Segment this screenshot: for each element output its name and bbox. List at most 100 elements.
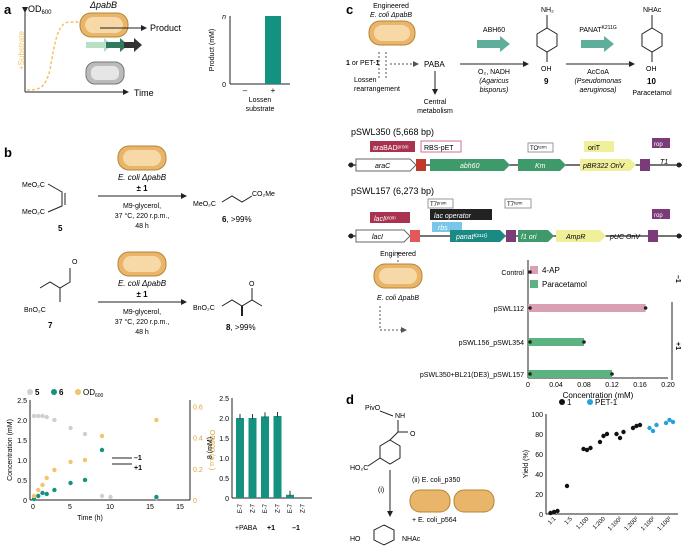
point-0-5-2	[637, 422, 643, 428]
p2-purple-part-2	[648, 230, 658, 242]
rxn1-cond-1: 37 °C, 220 r.p.m.,	[115, 212, 170, 220]
p1-rbs: RBS-pET	[424, 145, 454, 152]
c9-ring	[536, 27, 558, 53]
p1-arac: araC	[375, 163, 391, 170]
c-cond1-1: (Agaricus	[479, 78, 509, 85]
bar-1	[265, 16, 281, 84]
point-6-2	[40, 490, 45, 496]
panel-letter-d: d	[346, 392, 354, 407]
cell-capsule-c2-inner	[379, 268, 417, 284]
legend-label-1: PET-1	[595, 398, 618, 407]
xtick-5: 0.20	[661, 382, 675, 389]
p1-pbr-box	[580, 159, 636, 171]
cell-capsule-d2	[453, 489, 495, 513]
rxn2-cond-2: 48 h	[135, 329, 149, 336]
c-cond1-0: O₂, NADH	[478, 69, 510, 76]
legend-label-0: 4-AP	[542, 266, 560, 275]
cell-capsule-b2-inner	[123, 256, 161, 272]
p1-t1: T1	[660, 159, 668, 166]
p1-orit: oriT	[588, 145, 601, 152]
point-od-4	[52, 467, 57, 473]
ytick-3: 60	[535, 452, 543, 459]
p6-label: 6, >99%	[222, 215, 252, 224]
panel-b: b E. coli ΔpabB ± 1 M9-glycerol, 37 °C, …	[4, 145, 312, 532]
point-5-8	[108, 494, 113, 500]
c10-nhac: NHAc	[643, 7, 662, 14]
xtick-7: 1:100³	[657, 516, 673, 532]
plasmid1-dot-right	[676, 162, 682, 168]
point-1-7-1	[667, 417, 672, 423]
point-1-7-0	[663, 420, 669, 426]
xlabel-line2: substrate	[246, 106, 275, 113]
point-5-6	[82, 431, 88, 437]
xtick-5: 1:200²	[624, 516, 640, 532]
sm7-group: BnO₂C	[24, 307, 46, 314]
point-1-6-2	[654, 422, 659, 428]
d-step-i: (i)	[378, 487, 384, 494]
category-1: pSWL112	[494, 306, 524, 313]
bar-0	[236, 418, 244, 498]
group-label-1: +1	[267, 525, 275, 532]
c-lossen-0: Lossen	[354, 77, 377, 84]
y2tick-2: 0.4	[193, 436, 203, 443]
p2-t7prom: T7ᵖʳᵒᵐ	[430, 201, 447, 208]
xtick-3: 1:200	[592, 516, 607, 531]
d-acid-bond	[367, 457, 381, 467]
c10-ring	[641, 27, 663, 53]
ytick-5: 2.5	[17, 398, 27, 405]
p1-purple-part	[640, 159, 650, 171]
ytick-5: 100	[531, 412, 543, 419]
cell-capsule-grey-inner	[91, 66, 119, 80]
c-central-0: Central	[424, 99, 447, 106]
category-0: Control	[501, 270, 524, 277]
p6-group-right: CO₂Me	[252, 191, 275, 198]
sm5-label: 5	[58, 224, 63, 233]
rxn2-strain: E. coli ΔpabB	[118, 279, 167, 288]
ytick-label-zero: 0	[222, 82, 226, 89]
point-od-1	[36, 487, 41, 493]
c-cond1-2: bisporus)	[480, 87, 509, 94]
sm5-skeleton	[47, 183, 63, 213]
y2tick-1: 0.2	[193, 467, 203, 474]
arrow-light-green	[86, 38, 112, 52]
p6-group-left: MeO₂C	[193, 201, 216, 208]
xtick-2: 1:100	[576, 516, 591, 531]
zero-dot-3	[528, 372, 532, 376]
p2-laci-box	[355, 229, 411, 243]
c9-oh: OH	[541, 66, 552, 73]
minus-1: –1	[134, 455, 142, 462]
point-1-6-1	[650, 428, 656, 434]
c10-label: 10	[647, 77, 656, 86]
bar-3	[273, 416, 282, 498]
xtick-3: 0.12	[605, 382, 619, 389]
point-6-5	[68, 480, 73, 486]
p1-to: TOᵗᵉʳᵐ	[530, 145, 547, 152]
point-0-4-0	[614, 431, 619, 437]
panel-a: a OD600 +Substrate ΔpabB Product Time n0…	[4, 0, 290, 113]
zero-dot-0	[528, 270, 532, 274]
c-enzyme2-arrow	[581, 36, 614, 52]
bar-2	[261, 416, 269, 498]
ytick-0: 0	[23, 498, 27, 505]
point-od-8	[154, 417, 159, 423]
group-label-2: –1	[292, 525, 300, 532]
p2-lacop: lac operator	[434, 213, 472, 220]
p2-red-part	[410, 230, 420, 242]
legend-label-0: 5	[35, 388, 40, 397]
xlabel: Concentration (mM)	[563, 391, 634, 400]
y2label: OD600 (a.u.)	[208, 430, 215, 470]
ylabel: Product (mM)	[209, 29, 216, 71]
point-0-0-2	[555, 508, 560, 514]
ytick-4: 80	[535, 432, 543, 439]
p8-skeleton	[221, 299, 263, 307]
d-aryl-bond	[389, 431, 399, 441]
c-start: 1 or PET-1	[346, 60, 380, 67]
d-nhac: NHAc	[402, 536, 421, 543]
rxn1-strain: E. coli ΔpabB	[118, 173, 167, 182]
panel-letter-c: c	[346, 2, 353, 17]
c-dashed-bend	[379, 306, 407, 333]
xtick-1: Z-7	[251, 503, 257, 513]
